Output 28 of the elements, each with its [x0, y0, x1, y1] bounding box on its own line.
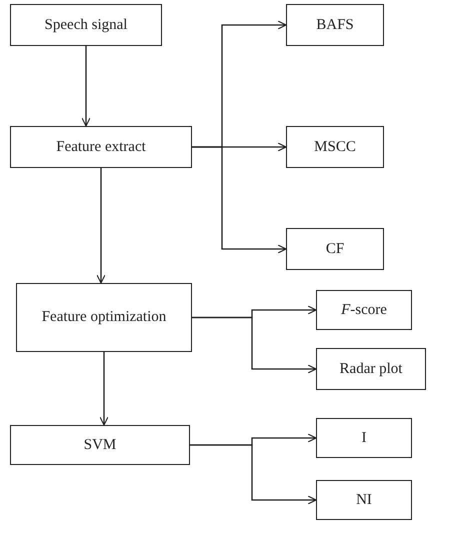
node-label: Feature extract — [55, 138, 147, 157]
arrow — [190, 444, 317, 505]
node-label: I — [360, 428, 368, 448]
process-box — [316, 348, 426, 390]
node-label: CF — [324, 240, 346, 259]
process-box — [316, 480, 412, 520]
process-box — [10, 126, 192, 168]
process-box — [286, 228, 384, 270]
arrow — [81, 46, 91, 127]
process-box — [10, 4, 162, 46]
process-box — [316, 418, 412, 458]
node-label: MSCC — [313, 138, 357, 157]
node-label: Speech signal — [44, 16, 128, 35]
process-box — [316, 290, 412, 330]
node-label: F-score — [340, 300, 388, 320]
process-box — [286, 4, 384, 46]
arrow — [99, 352, 109, 426]
node-label: Feature optimization — [40, 308, 168, 328]
node-label: BAFS — [315, 16, 355, 35]
process-box — [10, 425, 190, 465]
node-label: SVM — [82, 436, 118, 455]
arrow — [192, 316, 317, 374]
arrow — [192, 146, 287, 254]
node-label: NI — [355, 490, 373, 510]
arrow — [96, 168, 106, 284]
node-label: Radar plot — [338, 360, 404, 379]
process-box — [16, 283, 192, 352]
process-box — [286, 126, 384, 168]
